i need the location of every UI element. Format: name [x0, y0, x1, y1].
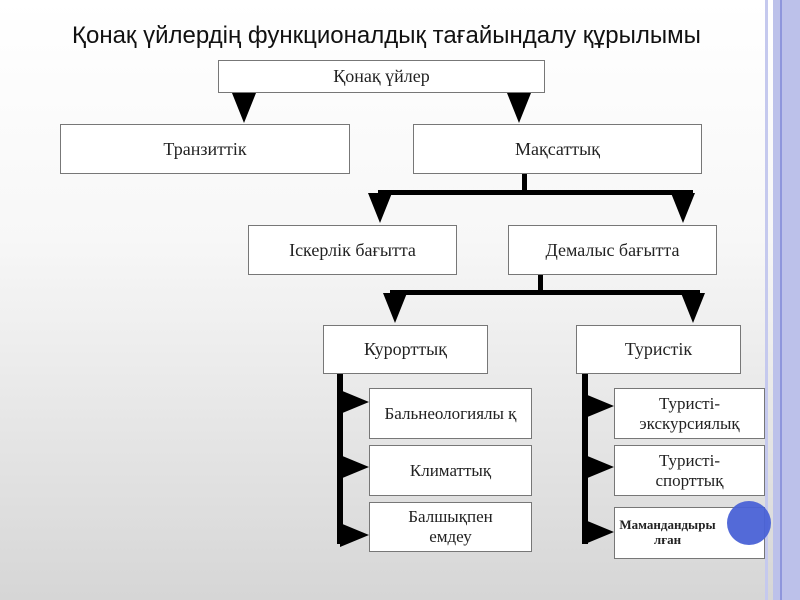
connector — [378, 190, 693, 195]
node-climate: Климаттық — [369, 445, 532, 496]
arrow-down-icon — [671, 193, 695, 223]
connector — [522, 174, 527, 194]
arrow-right-icon — [585, 455, 614, 479]
node-resort: Курорттық — [323, 325, 488, 374]
arrow-right-icon — [340, 390, 369, 414]
arrow-right-icon — [585, 520, 614, 544]
node-balneo: Бальнеологиялы қ — [369, 388, 532, 439]
connector — [390, 290, 700, 295]
decor-stripe — [780, 0, 782, 600]
arrow-down-icon — [681, 293, 705, 323]
decor-stripe — [773, 0, 800, 600]
arrow-right-icon — [340, 455, 369, 479]
node-leisure: Демалыс бағытта — [508, 225, 717, 275]
node-purpose: Мақсаттық — [413, 124, 702, 174]
node-transit: Транзиттік — [60, 124, 350, 174]
node-mud: Балшықпен емдеу — [369, 502, 532, 552]
node-sport: Туристі-спорттық — [614, 445, 765, 496]
node-excursion: Туристі-экскурсиялық — [614, 388, 765, 439]
arrow-down-icon — [507, 93, 531, 123]
arrow-right-icon — [340, 523, 369, 547]
node-root: Қонақ үйлер — [218, 60, 545, 93]
cursor-highlight — [727, 501, 771, 545]
slide-title: Қонақ үйлердің функционалдық тағайындалу… — [72, 22, 701, 49]
arrow-down-icon — [232, 93, 256, 123]
decor-stripe — [765, 0, 768, 600]
node-business: Іскерлік бағытта — [248, 225, 457, 275]
arrow-down-icon — [368, 193, 392, 223]
connector — [538, 275, 543, 294]
arrow-right-icon — [585, 394, 614, 418]
node-tourist: Туристік — [576, 325, 741, 374]
arrow-down-icon — [383, 293, 407, 323]
